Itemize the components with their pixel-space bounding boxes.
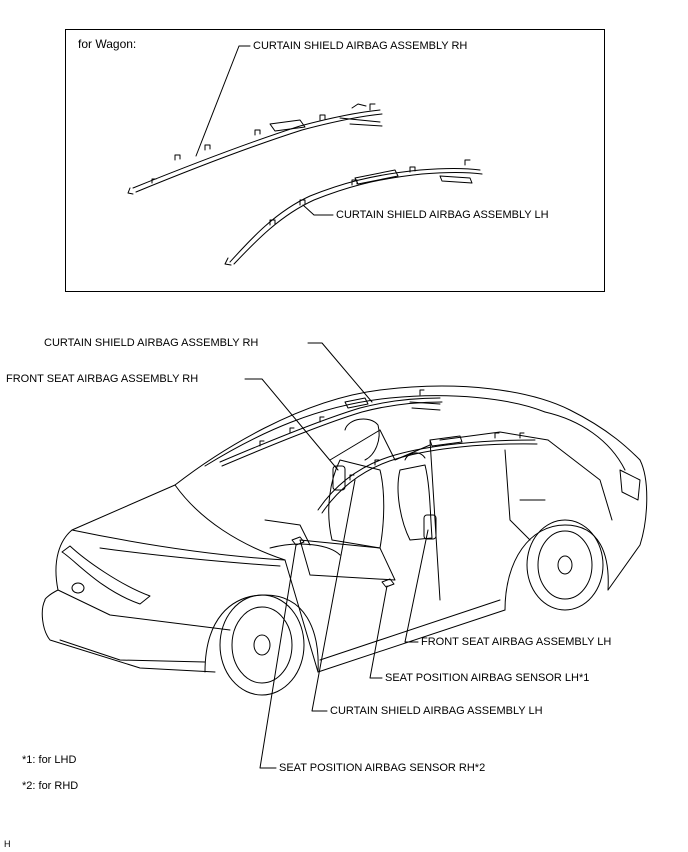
leader-front-seat-rh [244,378,339,471]
front-seat-airbag-lh [423,514,437,540]
label-curtain-rh: CURTAIN SHIELD AIRBAG ASSEMBLY RH [44,337,259,349]
inset-label-curtain-rh: CURTAIN SHIELD AIRBAG ASSEMBLY RH [253,40,468,52]
wagon-inset-frame [65,29,605,292]
label-seat-pos-lh: SEAT POSITION AIRBAG SENSOR LH*1 [385,672,590,684]
car-body-drawing [41,385,648,696]
leader-seat-pos-lh [369,585,388,679]
inset-curtain-lh-drawing [224,159,483,266]
footnote-rhd: *2: for RHD [22,780,79,792]
label-curtain-lh: CURTAIN SHIELD AIRBAG ASSEMBLY LH [330,705,543,717]
label-front-seat-lh: FRONT SEAT AIRBAG ASSEMBLY LH [421,636,612,648]
leader-seat-pos-rh [259,544,297,769]
front-seat-airbag-rh [332,465,346,491]
seat-drawing [264,418,433,581]
label-front-seat-rh: FRONT SEAT AIRBAG ASSEMBLY RH [6,373,199,385]
leader-curtain-lh [311,479,356,712]
seat-position-sensor-rh [291,536,305,546]
inset-label-curtain-lh: CURTAIN SHIELD AIRBAG ASSEMBLY LH [336,209,549,221]
inset-curtain-rh-drawing [127,103,383,195]
inset-title: for Wagon: [78,37,137,51]
main-curtain-rh-drawing [219,389,443,467]
seat-position-sensor-lh [381,578,395,588]
label-seat-pos-rh: SEAT POSITION AIRBAG SENSOR RH*2 [279,762,486,774]
corner-mark: H [4,839,11,849]
leader-curtain-rh [307,342,373,403]
footnote-lhd: *1: for LHD [22,754,77,766]
leader-front-seat-lh [404,529,429,643]
